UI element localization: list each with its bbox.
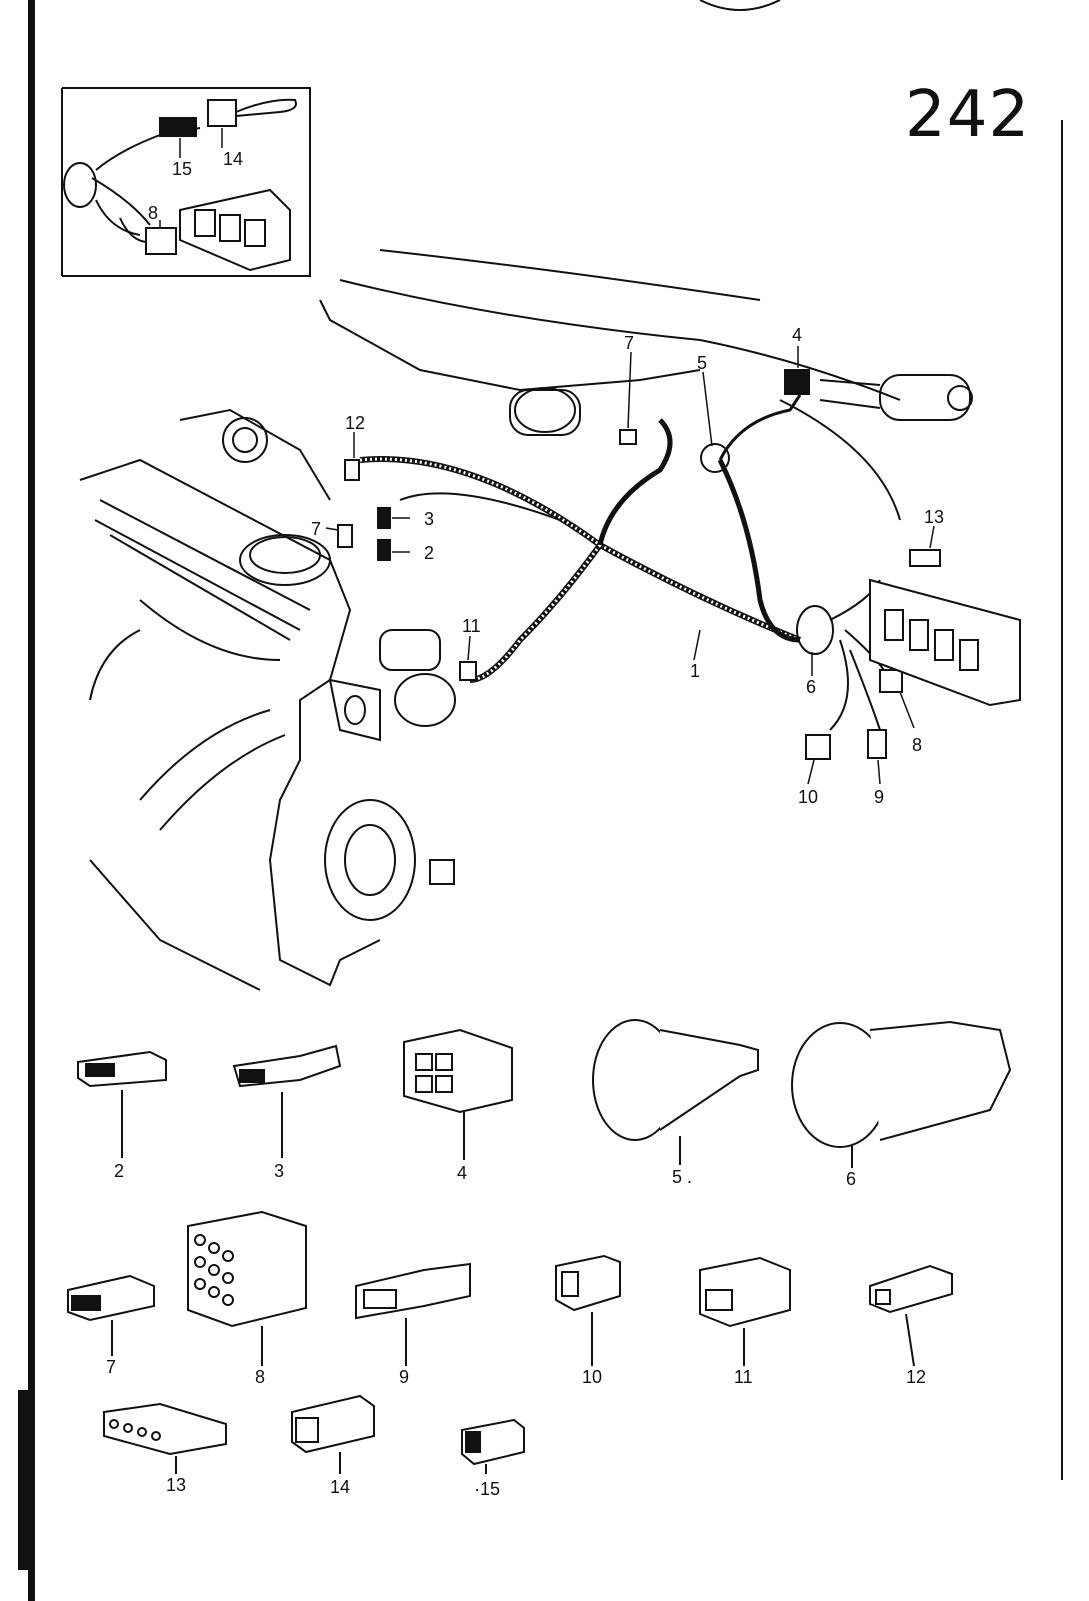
- connector-11: [459, 661, 477, 681]
- callout-12: 12: [345, 413, 366, 433]
- callout-13: 13: [924, 507, 945, 527]
- inset-callout-15: 15: [172, 159, 193, 179]
- callout-7-right: 7: [624, 333, 635, 353]
- part-8-shape: [187, 1210, 307, 1328]
- callout-7-left: 7: [311, 519, 322, 539]
- part-label-15: ·15: [474, 1479, 501, 1499]
- wiring-harness: [359, 394, 891, 731]
- connector-2: [377, 539, 391, 561]
- callout-10: 10: [798, 787, 819, 807]
- callout-1: 1: [690, 661, 701, 681]
- part-label-12: 12: [906, 1367, 927, 1387]
- connector-4: [784, 369, 810, 395]
- part-label-11: 11: [734, 1367, 753, 1387]
- callout-9: 9: [874, 787, 885, 807]
- part-label-14: 14: [330, 1477, 351, 1497]
- inset-callout-14: 14: [223, 149, 244, 169]
- top-scan-mark: [699, 0, 781, 11]
- engine-illustration: [79, 408, 456, 991]
- part-label-3: 3: [274, 1161, 285, 1181]
- left-edge-mark: [18, 1390, 32, 1570]
- main-connectors: [337, 369, 1021, 760]
- parts-row-2: [67, 1210, 953, 1367]
- part-label-7: 7: [106, 1357, 117, 1377]
- part-13-shape: [103, 1402, 227, 1456]
- connector-10: [805, 734, 831, 760]
- connector-7-right: [619, 429, 637, 445]
- callout-6: 6: [806, 677, 817, 697]
- connector-8: [879, 669, 903, 693]
- part-2-shape: [77, 1050, 167, 1088]
- main-leader-lines: [325, 346, 935, 785]
- page-number: 242: [905, 78, 1031, 152]
- parts-row-3: [103, 1394, 525, 1474]
- parts-row-1: [77, 1019, 1012, 1168]
- part-label-9: 9: [399, 1367, 410, 1387]
- part-label-10: 10: [582, 1367, 603, 1387]
- callout-4: 4: [792, 325, 803, 345]
- part-label-5: 5 .: [672, 1167, 693, 1187]
- connector-9: [867, 729, 887, 759]
- inset-leader-lines: [159, 128, 223, 228]
- part-label-13: 13: [166, 1475, 187, 1495]
- connector-3: [377, 507, 391, 529]
- inset-illustration: [61, 87, 311, 277]
- callout-11: 11: [462, 616, 481, 636]
- callout-3: 3: [424, 509, 435, 529]
- part-label-4: 4: [457, 1163, 468, 1183]
- callout-2: 2: [424, 543, 435, 563]
- connector-12: [344, 459, 360, 481]
- part-label-2: 2: [114, 1161, 125, 1181]
- callout-5: 5: [697, 353, 708, 373]
- part-label-6: 6: [846, 1169, 857, 1189]
- connector-7-left: [337, 524, 353, 548]
- callout-8: 8: [912, 735, 923, 755]
- part-label-8: 8: [255, 1367, 266, 1387]
- inset-callout-8: 8: [148, 203, 159, 223]
- body-illustration: [319, 249, 973, 521]
- left-edge-bar: [28, 0, 35, 1601]
- connector-13: [909, 549, 941, 567]
